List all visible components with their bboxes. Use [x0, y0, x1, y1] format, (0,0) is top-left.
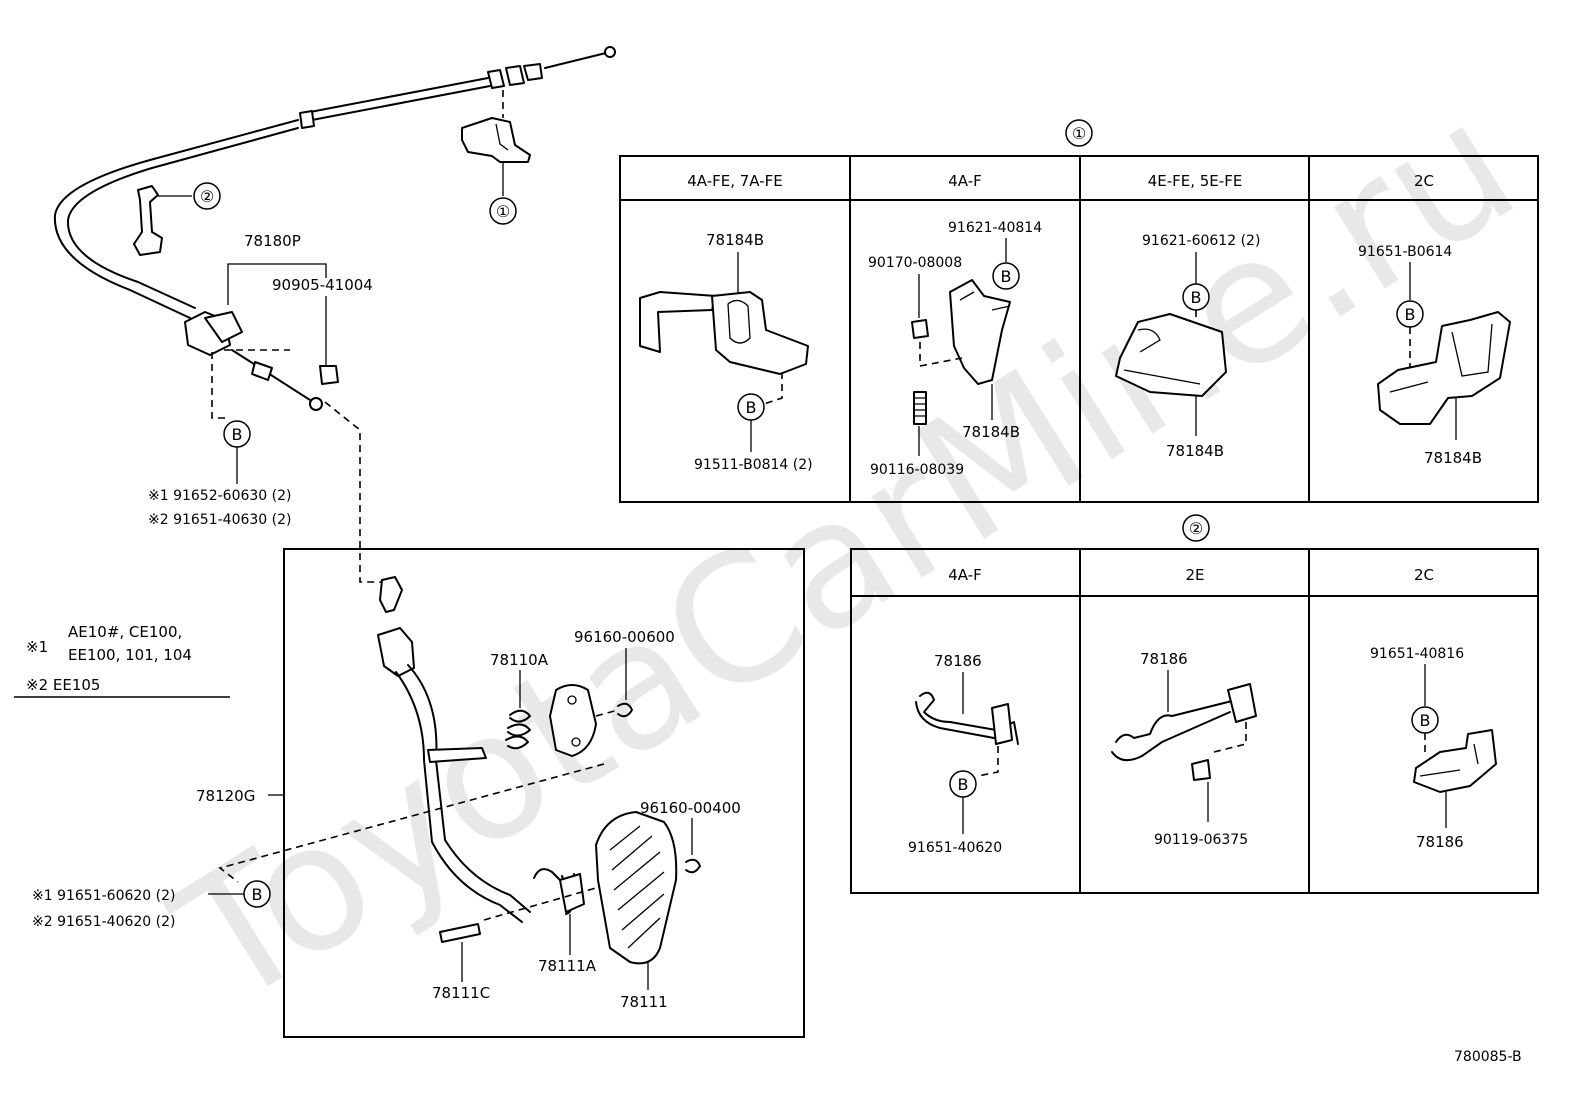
- t1c2-label-bolt: 91621-40814: [948, 220, 1042, 236]
- t1c2-callout-b-label: B: [1001, 267, 1012, 286]
- table2-callout: [1182, 514, 1210, 542]
- pedal-plate: [549, 684, 597, 757]
- table1-header-4: 2C: [1414, 172, 1434, 190]
- legend-2: ※2 EE105: [26, 676, 100, 694]
- callout-two-cable: [193, 182, 221, 210]
- t2c2-bolt: [1191, 759, 1211, 781]
- table2: [850, 548, 1539, 894]
- table1-header-1: 4A-FE, 7A-FE: [687, 172, 783, 190]
- pedal-pad-78111: [595, 811, 678, 965]
- clip-96160-00600: [617, 702, 633, 718]
- spring-78110a: [505, 709, 531, 750]
- table1-callout: [1065, 119, 1093, 147]
- t1c2-bracket: [949, 279, 1011, 385]
- t2c1-bracket: [915, 691, 1019, 745]
- t2c3-label-part: 78186: [1416, 833, 1464, 851]
- t1c2-label-nut: 90170-08008: [868, 255, 962, 271]
- pin-78111c: [439, 923, 481, 943]
- callout-one-cable-label: ①: [496, 202, 510, 221]
- label-pin: 78111C: [432, 984, 490, 1002]
- callout-b-cable-label: B: [232, 425, 243, 444]
- t1c2-callout-b: [992, 262, 1020, 290]
- t1c3-label-part: 78184B: [1166, 442, 1224, 460]
- t2c1-callout-b-label: B: [958, 775, 969, 794]
- legend-1-line1: AE10#, CE100,: [68, 623, 182, 641]
- label-cable-assy: 78180P: [244, 232, 301, 250]
- t1c2-stud: [913, 391, 927, 425]
- note-b-1: ※1 91652-60630 (2): [148, 488, 292, 504]
- label-clip-96160-00600: 96160-00600: [574, 628, 675, 646]
- legend-1-mark: ※1: [26, 638, 48, 656]
- table2-callout-label: ②: [1189, 519, 1203, 538]
- note-b-2: ※2 91651-40630 (2): [148, 512, 292, 528]
- t2c3-bracket: [1413, 729, 1497, 793]
- t2c2-bracket: [1111, 683, 1257, 762]
- pedal-lever: [377, 576, 531, 923]
- table2-header-3: 2C: [1414, 566, 1434, 584]
- accelerator-cable: [53, 46, 616, 411]
- cable-bracket-2: [133, 185, 192, 256]
- callout-two-cable-label: ②: [200, 187, 214, 206]
- t1c4-bracket: [1377, 311, 1511, 425]
- table2-header-2: 2E: [1185, 566, 1204, 584]
- cable-bracket-1: [461, 90, 531, 196]
- callout-b-pedal-label: B: [252, 885, 263, 904]
- pedal-assembly-box: [283, 548, 805, 1038]
- note-b2-1: ※1 91651-60620 (2): [32, 888, 176, 904]
- t1c1-label-top: 78184B: [706, 231, 764, 249]
- label-pedal-lever: 78120G: [196, 787, 255, 805]
- t2c2-label-part: 78186: [1140, 650, 1188, 668]
- t2c1-label-bolt: 91651-40620: [908, 840, 1002, 856]
- t2c2-label-bolt: 90119-06375: [1154, 832, 1248, 848]
- label-clip-96160-00400: 96160-00400: [640, 799, 741, 817]
- t1c2-nut: [911, 319, 929, 339]
- t1c1-callout-b-label: B: [746, 398, 757, 417]
- t1c4-label-bolt: 91651-B0614: [1358, 244, 1452, 260]
- table2-header-1: 4A-F: [948, 566, 982, 584]
- table1: [619, 155, 1539, 503]
- callout-one-cable: [489, 197, 517, 225]
- t1c2-label-stud: 90116-08039: [870, 462, 964, 478]
- t1c2-label-part: 78184B: [962, 423, 1020, 441]
- t2c3-callout-b-label: B: [1420, 711, 1431, 730]
- t1c3-bracket: [1115, 313, 1227, 397]
- watermark: ToyotaCarMine.ru: [144, 63, 1549, 1046]
- table1-header-2: 4A-F: [948, 172, 982, 190]
- t1c1-bracket: [639, 291, 809, 375]
- bolt-90905: [319, 365, 339, 385]
- t2c1-label-part: 78186: [934, 652, 982, 670]
- label-pedal-pad: 78111: [620, 993, 668, 1011]
- t1c3-label-bolt: 91621-60612 (2): [1142, 233, 1260, 249]
- clip-96160-00400: [685, 858, 701, 874]
- note-b2-2: ※2 91651-40620 (2): [32, 914, 176, 930]
- t2c3-label-bolt: 91651-40816: [1370, 646, 1464, 662]
- t1c4-callout-b-label: B: [1405, 305, 1416, 324]
- legend-1-line2: EE100, 101, 104: [68, 646, 192, 664]
- t1c3-callout-b-label: B: [1191, 288, 1202, 307]
- spring-78111a: [533, 868, 585, 915]
- t1c1-label-bottom: 91511-B0814 (2): [694, 457, 813, 473]
- label-spring-78110a: 78110A: [490, 651, 549, 669]
- diagram-code: 780085-B: [1454, 1049, 1522, 1065]
- label-spring-78111a: 78111A: [538, 957, 597, 975]
- table1-callout-label: ①: [1072, 124, 1086, 143]
- table1-header-3: 4E-FE, 5E-FE: [1148, 172, 1243, 190]
- t1c4-label-part: 78184B: [1424, 449, 1482, 467]
- label-bolt-90905: 90905-41004: [272, 276, 373, 294]
